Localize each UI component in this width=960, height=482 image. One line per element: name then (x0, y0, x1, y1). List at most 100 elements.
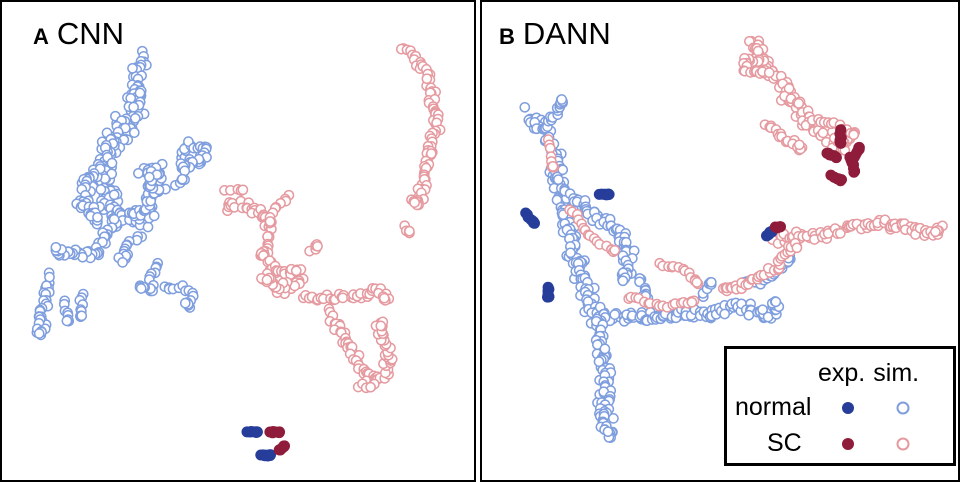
data-point (617, 275, 629, 287)
data-point (44, 271, 55, 283)
panel-letter: B (499, 24, 515, 49)
data-point (61, 315, 73, 327)
data-point (686, 296, 698, 308)
data-point (148, 210, 160, 222)
panel-a-label: A CNN (33, 16, 124, 52)
data-point (791, 242, 803, 254)
data-point (92, 211, 103, 223)
data-point (108, 189, 120, 201)
data-point (599, 343, 611, 355)
data-point (543, 291, 555, 303)
legend-normal-sim-marker (896, 401, 910, 415)
legend-header: exp.sim. (818, 359, 927, 388)
data-point (176, 173, 188, 185)
series-sc-exp (264, 426, 290, 456)
data-point (609, 244, 621, 256)
data-point (757, 304, 768, 316)
data-point (593, 356, 605, 367)
data-point (261, 274, 273, 286)
data-point (128, 127, 140, 138)
data-point (312, 240, 323, 252)
data-point (95, 184, 107, 195)
data-point (409, 197, 420, 208)
series-normal-exp (520, 188, 778, 303)
data-point (608, 413, 619, 424)
data-point (528, 217, 539, 229)
data-point (337, 292, 349, 304)
data-point (774, 221, 786, 233)
data-point (602, 426, 614, 438)
data-point (134, 87, 146, 99)
panel-title: DANN (522, 16, 611, 51)
legend-normal-label: normal (735, 393, 812, 421)
data-point (853, 142, 865, 154)
data-point (835, 174, 847, 186)
series-normal-exp (241, 426, 276, 462)
panel-title: CNN (56, 16, 125, 51)
data-point (279, 440, 290, 452)
data-point (421, 73, 433, 85)
legend-sc-exp-marker (842, 438, 854, 450)
data-point (375, 320, 387, 332)
data-point (848, 129, 860, 141)
legend: exp.sim. normal SC (724, 346, 956, 466)
data-point (127, 62, 138, 74)
data-point (33, 328, 45, 339)
data-point (365, 381, 376, 393)
data-point (117, 257, 128, 268)
data-point (719, 308, 731, 320)
data-point (763, 67, 775, 78)
data-point (743, 309, 755, 321)
data-point (793, 139, 805, 151)
data-point (50, 241, 62, 253)
series-normal-sim (31, 45, 212, 341)
data-point (133, 167, 144, 179)
data-point (552, 174, 564, 185)
data-point (817, 127, 829, 139)
data-point (519, 101, 531, 113)
data-point (603, 188, 615, 200)
legend-normal-exp-marker (842, 402, 854, 414)
data-point (830, 152, 842, 163)
data-point (264, 216, 276, 227)
data-point (793, 98, 805, 109)
series-sc-exp (769, 124, 865, 234)
data-point (691, 277, 703, 288)
data-point (848, 165, 860, 177)
data-point (770, 296, 782, 308)
data-point (273, 427, 285, 439)
series-sc-sim (542, 35, 948, 313)
data-point (930, 226, 941, 238)
data-point (76, 310, 88, 322)
data-point (128, 101, 139, 113)
data-point (142, 221, 154, 233)
data-point (547, 161, 559, 172)
panel-letter: A (33, 24, 49, 49)
data-point (237, 184, 249, 196)
legend-sc-sim-marker (896, 437, 910, 451)
data-point (179, 297, 191, 309)
data-point (251, 426, 263, 438)
data-point (783, 83, 795, 94)
legend-sim-label: sim. (873, 359, 920, 387)
legend-markers (842, 401, 910, 451)
data-point (556, 94, 568, 105)
data-point (143, 171, 155, 183)
data-point (834, 228, 846, 239)
legend-sc-label: SC (767, 429, 802, 457)
data-point (835, 137, 847, 149)
data-point (135, 283, 147, 294)
data-point (565, 247, 576, 259)
legend-exp-label: exp. (818, 359, 866, 387)
series-sc-sim (219, 43, 446, 394)
data-point (290, 265, 302, 277)
data-point (264, 450, 276, 461)
panel-b-label: B DANN (499, 16, 611, 52)
data-point (106, 157, 118, 169)
scatter-plot-cnn (31, 43, 446, 462)
data-point (378, 292, 390, 304)
data-point (609, 309, 621, 320)
panel-cnn: A CNN (0, 0, 476, 482)
panel-dann: B DANN exp.sim. normal SC (480, 0, 960, 482)
scatter-plot-dann (519, 35, 948, 443)
